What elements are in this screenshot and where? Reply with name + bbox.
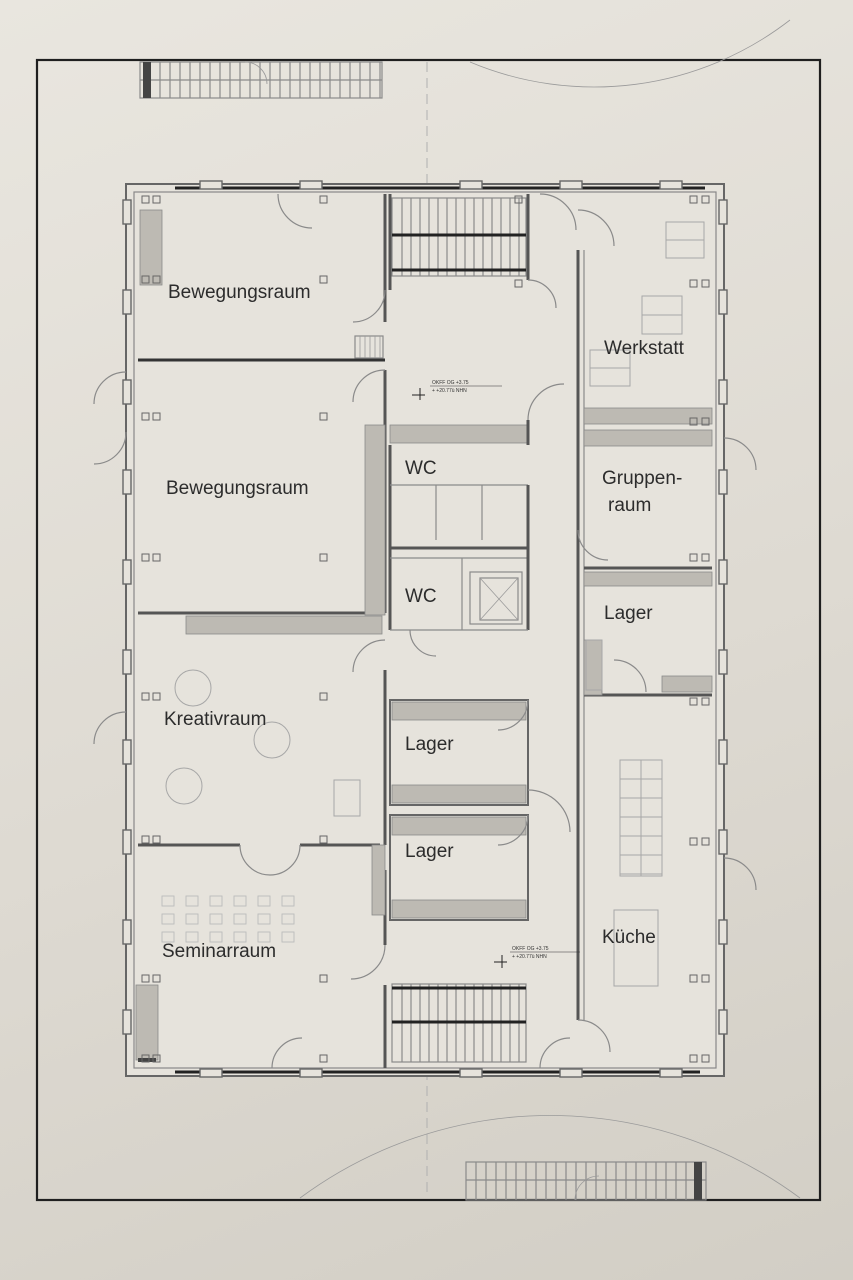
site-arc-top xyxy=(469,19,791,88)
facade-windows xyxy=(122,180,728,1078)
room-label-lager-2: Lager xyxy=(405,734,454,755)
room-label-gruppenraum-line2: raum xyxy=(608,495,651,516)
elevation-marker-upper: OKFF OG +3.75 + +20.77ü NHN xyxy=(412,380,502,400)
room-label-werkstatt: Werkstatt xyxy=(604,338,685,359)
room-label-bewegungsraum-1: Bewegungsraum xyxy=(168,282,311,303)
exterior-stair-bottom xyxy=(465,1161,707,1201)
room-label-kueche: Küche xyxy=(602,927,656,948)
elevation-note-upper-2: + +20.77ü NHN xyxy=(432,388,467,394)
room-label-gruppenraum-line1: Gruppen- xyxy=(602,468,682,489)
building-inner-wall xyxy=(133,191,717,1069)
interior-walls xyxy=(138,194,713,1068)
furniture xyxy=(135,209,705,1062)
site-arc-bottom xyxy=(299,1115,801,1199)
elevation-marker-lower: OKFF OG +3.75 + +20.77ü NHN xyxy=(494,946,580,968)
elevation-note-upper-1: OKFF OG +3.75 xyxy=(432,380,469,386)
elevation-note-lower-2: + +20.77ü NHN xyxy=(512,954,547,960)
door-swings xyxy=(93,193,757,1069)
room-label-seminarraum: Seminarraum xyxy=(162,941,276,962)
sheet-frame xyxy=(35,58,822,1202)
room-label-lager-3: Lager xyxy=(405,841,454,862)
stair-small xyxy=(354,335,384,359)
room-label-bewegungsraum-2: Bewegungsraum xyxy=(166,478,309,499)
elevation-note-lower-1: OKFF OG +3.75 xyxy=(512,946,549,952)
room-label-lager-1: Lager xyxy=(604,603,653,624)
structural-columns xyxy=(141,195,710,1063)
room-label-wc-2: WC xyxy=(405,586,437,607)
stair-north xyxy=(391,197,527,277)
room-label-wc-1: WC xyxy=(405,458,437,479)
stair-south xyxy=(391,983,527,1063)
room-label-kreativraum: Kreativraum xyxy=(164,709,266,730)
exterior-stair-top xyxy=(139,61,383,99)
